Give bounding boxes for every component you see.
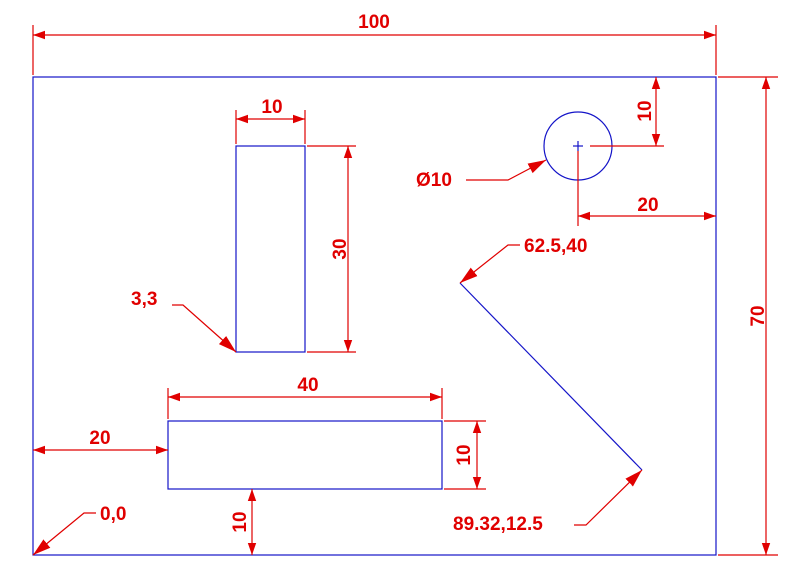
dim-bottom-rect-from-left-label: 20 (89, 428, 110, 449)
dim-hole-from-top: 10 (590, 77, 664, 147)
dim-top-rect-width-label: 10 (261, 97, 282, 118)
dim-hole-from-top-label: 10 (635, 100, 656, 121)
bottom-rectangle (167, 420, 443, 490)
top-rectangle (235, 145, 306, 353)
leader-hole-diameter: Ø10 (416, 159, 547, 191)
leader-hole-diameter-label: Ø10 (416, 170, 452, 191)
leader-top-rect-corner-label: 3,3 (131, 289, 157, 310)
dim-bottom-rect-width: 40 (167, 375, 443, 419)
leader-line-start-label: 62.5,40 (524, 236, 587, 257)
dim-bottom-rect-width-label: 40 (297, 375, 318, 396)
dim-bottom-rect-height-label: 10 (454, 444, 475, 465)
dim-bottom-rect-from-bottom: 10 (230, 489, 257, 555)
dim-hole-from-right-label: 20 (637, 195, 658, 216)
dim-overall-width-label: 100 (358, 12, 390, 33)
dim-bottom-rect-height: 10 (444, 420, 486, 490)
dim-hole-from-right: 20 (577, 151, 716, 226)
leader-line-end-label: 89.32,12.5 (453, 514, 543, 535)
outer-boundary (32, 76, 717, 556)
leader-line-start: 62.5,40 (459, 236, 587, 284)
dim-top-rect-width: 10 (235, 97, 306, 144)
dim-overall-width: 100 (32, 12, 717, 75)
dim-overall-height: 70 (718, 76, 778, 556)
dim-bottom-rect-from-left: 20 (33, 428, 168, 455)
leader-line-end: 89.32,12.5 (453, 469, 643, 535)
leader-origin: 0,0 (32, 504, 126, 556)
leader-top-rect-corner: 3,3 (131, 289, 237, 353)
dim-bottom-rect-from-bottom-label: 10 (230, 511, 251, 532)
dim-overall-height-label: 70 (748, 305, 769, 326)
dim-top-rect-height-label: 30 (330, 238, 351, 259)
slanted-line (459, 282, 643, 471)
dim-top-rect-height: 30 (307, 145, 356, 353)
leader-origin-label: 0,0 (100, 504, 126, 525)
